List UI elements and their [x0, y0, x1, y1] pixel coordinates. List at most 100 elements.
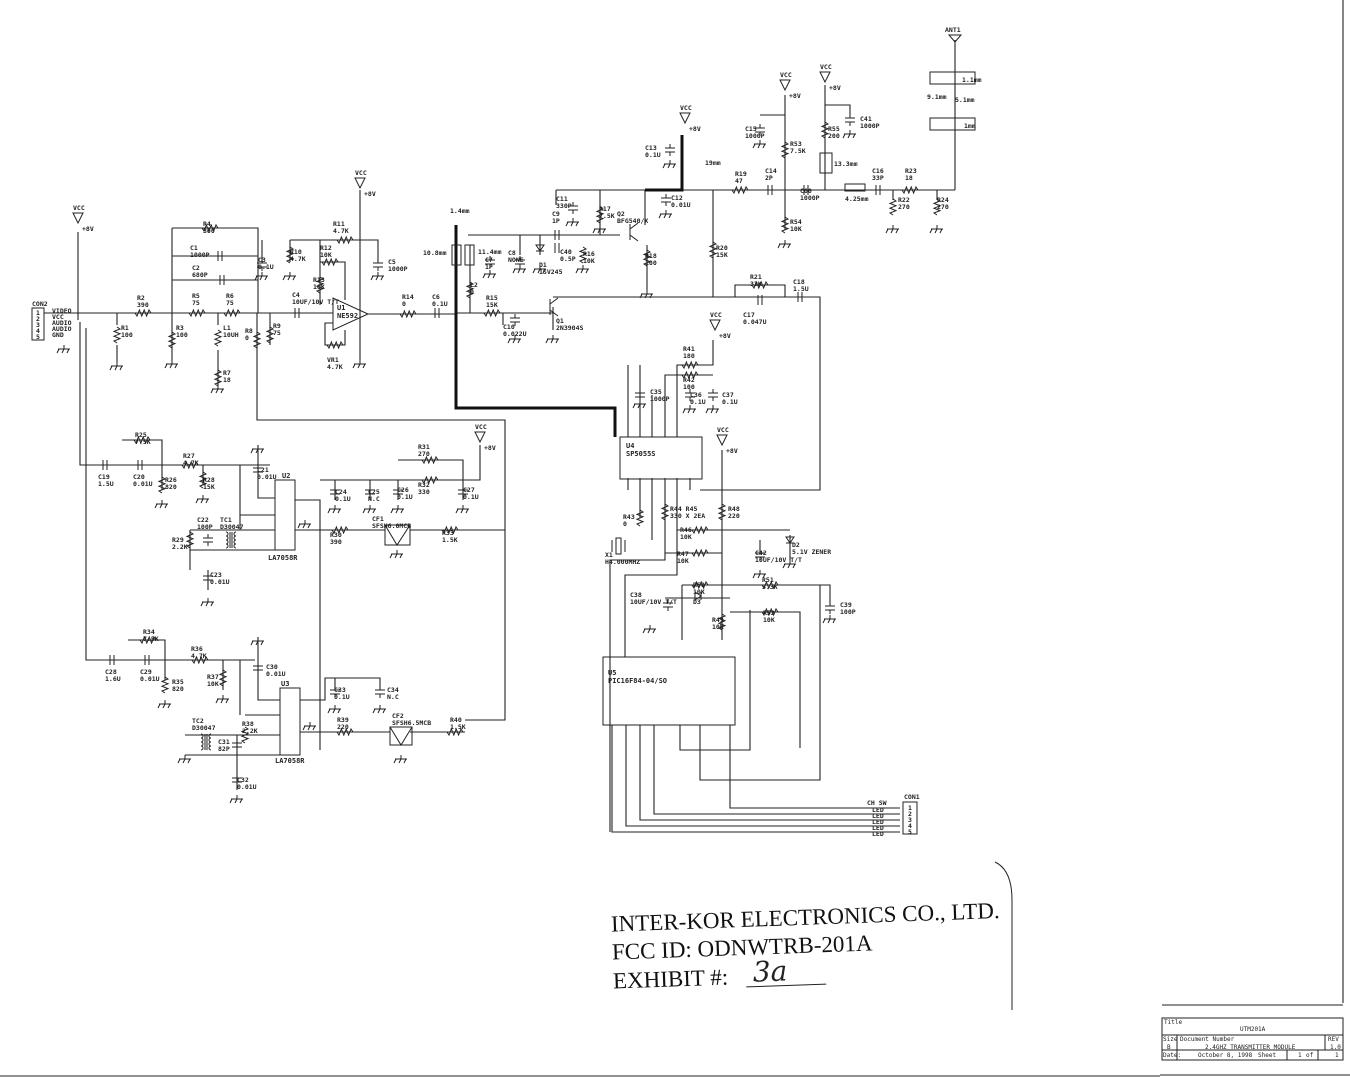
rev-label: REV [1328, 1036, 1339, 1043]
resistor-r7-symbol [213, 369, 223, 387]
exhibit-number: 3a [752, 954, 788, 988]
component-value-c40: 0.5P [560, 255, 576, 263]
component-value-c3: 0.1U [258, 263, 274, 271]
component-ref-c29: C29 [140, 668, 152, 676]
component-value-c16: 33P [872, 174, 884, 182]
capacitor-c13-symbol [665, 144, 675, 156]
dimension-label: 1.4mm [450, 207, 470, 215]
plus8v-label: +8V [719, 332, 731, 340]
resistor-r31-symbol [421, 455, 439, 465]
ground-icon [752, 140, 766, 149]
component-ref-c39: C39 [840, 601, 852, 609]
fcc-id: FCC ID: ODNWTRB-201A [612, 930, 874, 964]
component-value-r39: 220 [337, 723, 349, 731]
vcc-supply-icon [819, 71, 831, 84]
con2-box [31, 307, 45, 341]
con2-pin-label: VIDEO [52, 307, 72, 315]
component-value-cf2: SFSH6.5MCB [392, 719, 431, 727]
component-value-r44-r45: 330 X 2EA [670, 512, 705, 520]
component-ref-r17: R17 [599, 205, 611, 213]
ground-icon [682, 405, 696, 414]
component-value-r2: 390 [137, 301, 149, 309]
transformer-icon [225, 531, 237, 549]
component-value-x1: H4.000MHZ [605, 558, 640, 566]
resistor-r51-symbol [761, 580, 779, 590]
vcc-label: VCC [475, 423, 487, 431]
vcc-label: VCC [680, 104, 692, 112]
component-ref-r49: R49 [712, 616, 724, 624]
component-ref-d1: D1 [539, 261, 547, 269]
component-ref-r20: R20 [716, 244, 728, 252]
component-value-c29: 0.01U [140, 675, 160, 683]
capacitor-c4-symbol [294, 308, 300, 318]
ground-icon [195, 495, 209, 504]
ground-icon [390, 505, 404, 514]
component-ref-c30: C30 [266, 663, 278, 671]
component-value-c27: 0.1U [463, 493, 479, 501]
capacitor-c26-symbol [393, 486, 403, 498]
resistor-r48-symbol [717, 503, 727, 521]
resistor-r1-symbol [112, 326, 122, 344]
component-ref-c27: C27 [463, 486, 475, 494]
ground-icon [642, 625, 656, 634]
transistor-icon [549, 297, 559, 317]
component-value-r46: 10K [680, 533, 692, 541]
u4-part: SP5055S [626, 450, 656, 458]
component-ref-c1: C1 [190, 244, 198, 252]
component-value-c24: 0.1U [335, 495, 351, 503]
resistor-vr1-symbol [326, 340, 344, 350]
u5-box [602, 656, 736, 726]
component-ref-d2: D2 [792, 541, 800, 549]
component-ref-c7: C7 [485, 256, 493, 264]
resistor-r35-symbol [160, 676, 170, 694]
ground-icon [157, 700, 171, 709]
capacitor-c32-symbol [232, 774, 242, 786]
resistor-r29-symbol [185, 531, 195, 549]
ground-icon [662, 160, 676, 169]
resistor-r21-symbol [751, 280, 769, 290]
con2-pin-label: GND [52, 331, 64, 339]
component-value-vr1: 4.7K [327, 363, 343, 371]
u3-part: LA7058R [275, 757, 305, 765]
con2: CON2 VIDEO VCC AUDIO AUDIO GND 1 2 3 4 5 [32, 300, 72, 341]
ground-icon [842, 130, 856, 139]
component-ref-r48: R48 [728, 505, 740, 513]
antenna-label: ANT1 [945, 26, 961, 34]
ground-icon [370, 272, 384, 281]
con1-ref: CON1 [904, 793, 920, 801]
component-value-r14: 0 [402, 300, 406, 308]
u2-ref: U2 [282, 472, 290, 480]
component-value-r36: 4.7K [191, 652, 207, 660]
vcc-supply-icon [709, 319, 721, 332]
component-ref-r53: R53 [790, 140, 802, 148]
u1-ref: U1 [337, 304, 345, 312]
con1-pin-number: 3 [908, 816, 912, 824]
component-value-c30: 0.01U [266, 670, 286, 678]
u2-part: LA7058R [268, 554, 298, 562]
component-ref-c15: C15 [745, 125, 757, 133]
of-label: of [1306, 1052, 1314, 1059]
resistor-r15-symbol [483, 308, 501, 318]
component-value-r31: 270 [418, 450, 430, 458]
component-value-c1: 1000P [190, 251, 210, 259]
diode-icon [785, 536, 795, 544]
component-ref-tc2: TC2 [192, 717, 204, 725]
component-value-r15: 15K [486, 301, 498, 309]
component-value-tc1: D30047 [220, 523, 244, 531]
component-symbols [56, 34, 963, 804]
ground-icon [250, 445, 264, 454]
resistor-r10-symbol [285, 246, 295, 264]
component-ref-d3: D3 [693, 598, 701, 606]
component-ref-c16: C16 [872, 167, 884, 175]
component-ref-cf1: CF1 [372, 515, 384, 523]
component-ref-r10: R10 [290, 248, 302, 256]
component-ref-c19: C19 [98, 473, 110, 481]
capacitor-c27-symbol [458, 486, 468, 498]
ground-icon [352, 360, 366, 369]
component-value-r23: 18 [905, 174, 913, 182]
component-value-r26: 820 [165, 483, 177, 491]
resistor-r43-symbol [635, 509, 645, 527]
component-ref-r42: R42 [683, 376, 695, 384]
component-ref-r55: R55 [828, 125, 840, 133]
component-value-c32: 0.01U [237, 783, 257, 791]
